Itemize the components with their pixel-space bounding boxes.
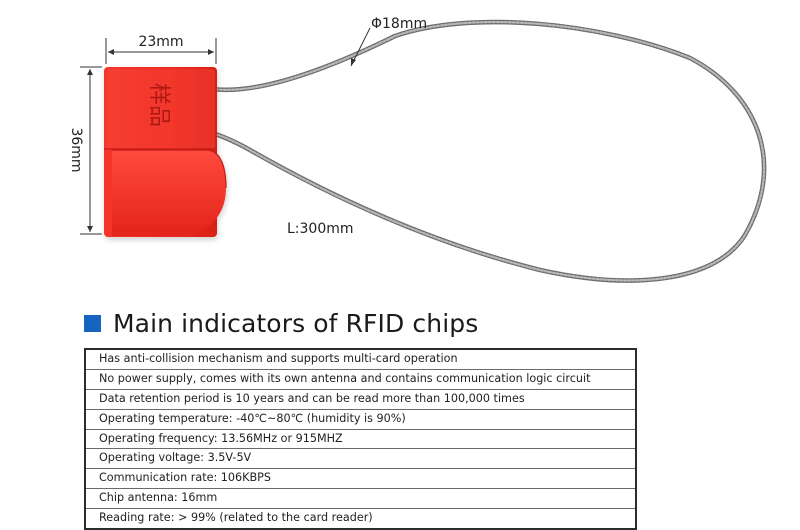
- heading-square-icon: [84, 314, 101, 332]
- steel-cable: [209, 19, 767, 283]
- spec-row: Operating voltage: 3.5V-5V: [86, 449, 635, 470]
- diameter-pointer: [350, 27, 371, 67]
- section-title: Main indicators of RFID chips: [113, 308, 479, 338]
- width-label: 23mm: [138, 34, 183, 50]
- diameter-label: Φ18mm: [371, 16, 427, 32]
- seal-body: [104, 67, 227, 237]
- spec-row: Has anti-collision mechanism and support…: [86, 350, 635, 370]
- width-dimension: [105, 38, 217, 64]
- spec-row: Operating frequency: 13.56MHz or 915MHZ: [86, 430, 635, 450]
- spec-table: Has anti-collision mechanism and support…: [84, 348, 637, 530]
- seal-imprint: 样品: [146, 83, 171, 127]
- length-label: L:300mm: [287, 221, 354, 237]
- product-illustration: 样品 23mm 36mm Φ18mm L:300mm: [68, 16, 767, 283]
- spec-row: Operating temperature: -40℃~80℃ (humidit…: [86, 410, 635, 430]
- spec-row: Reading rate: > 99% (related to the card…: [99, 511, 373, 525]
- spec-row: Chip antenna: 16mm: [86, 489, 635, 510]
- spec-row: Data retention period is 10 years and ca…: [86, 390, 635, 410]
- height-dimension: [80, 66, 102, 235]
- spec-row: No power supply, comes with its own ante…: [86, 370, 635, 390]
- spec-row: Communication rate: 106KBPS: [86, 469, 635, 490]
- height-label: 36mm: [68, 127, 84, 172]
- section-heading: Main indicators of RFID chips: [84, 306, 478, 340]
